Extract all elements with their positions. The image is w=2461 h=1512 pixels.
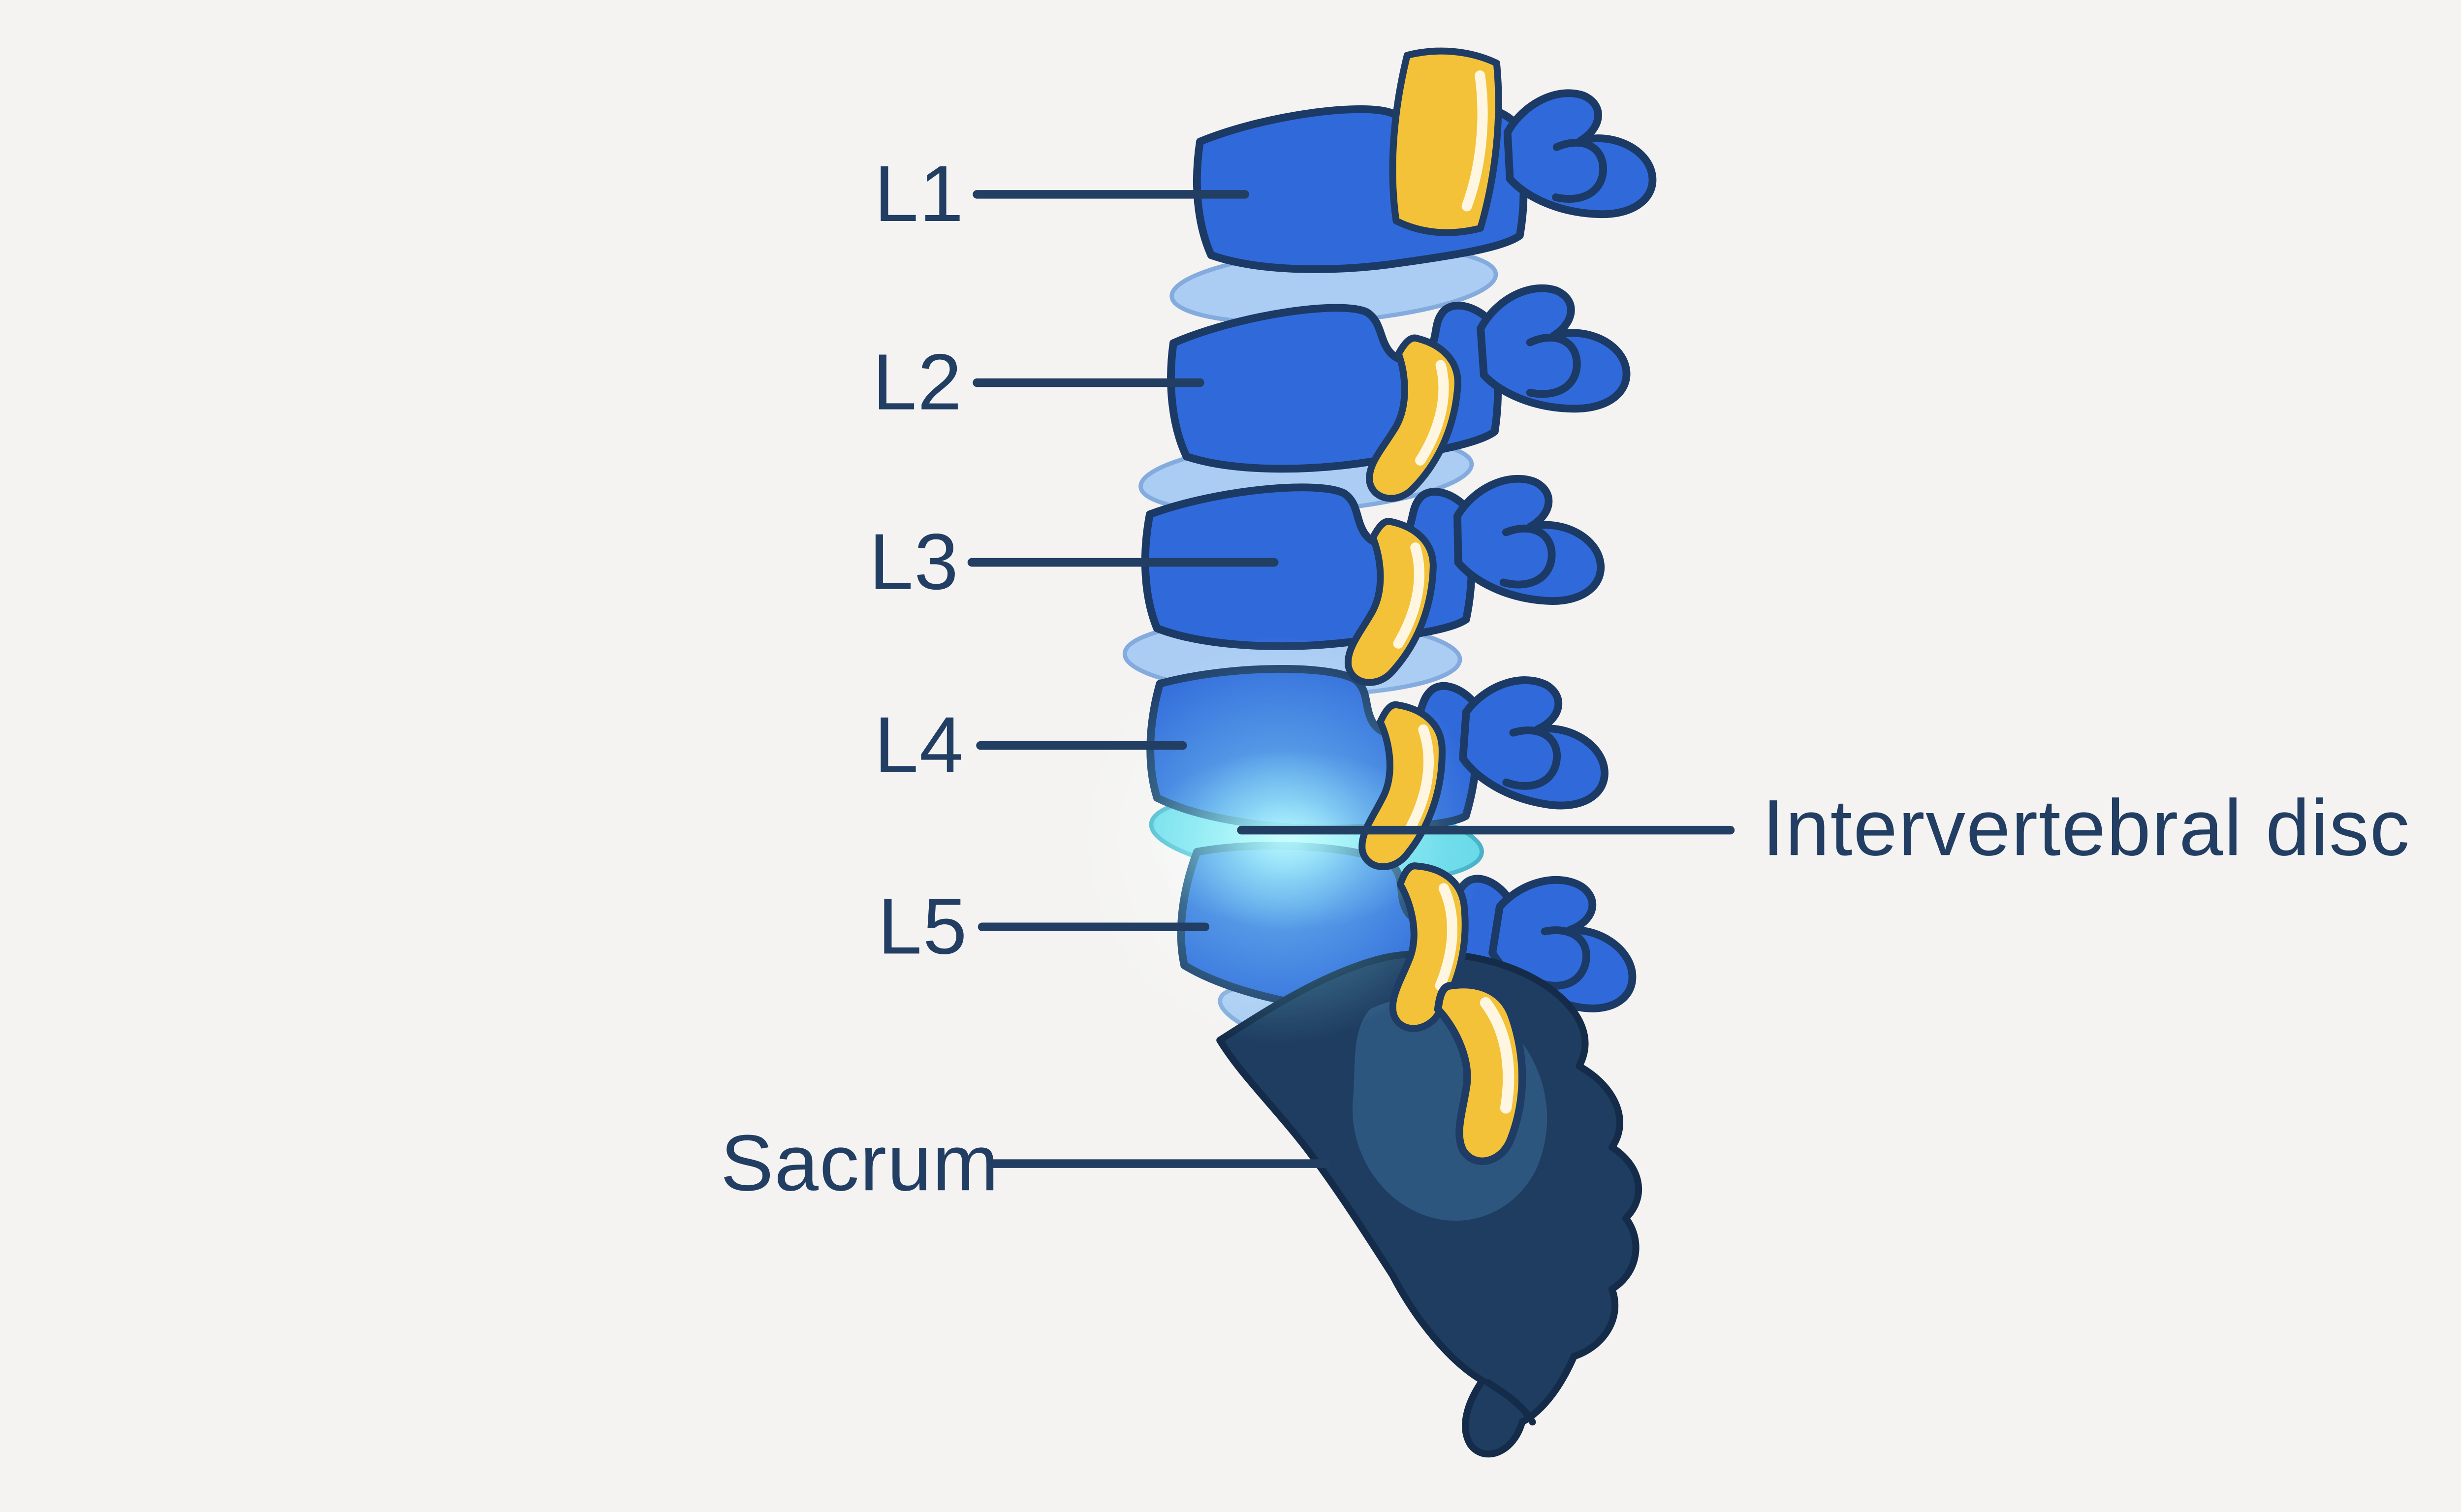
coccyx-seam [1484, 1379, 1536, 1426]
label-sacrum: Sacrum [720, 1117, 1000, 1208]
label-l2: L2 [872, 337, 963, 427]
disc-glow-core [1140, 750, 1445, 930]
leader-line-l3 [967, 558, 1279, 566]
label-l3: L3 [869, 516, 959, 606]
leader-line-l5 [978, 922, 1210, 931]
spinal-cord-icon [1389, 47, 1502, 236]
label-l4: L4 [874, 699, 965, 789]
leader-line-l4 [976, 741, 1187, 749]
leader-line-l1 [973, 190, 1249, 198]
label-intervertebral-disc: Intervertebral disc [1762, 782, 2411, 873]
label-l1: L1 [874, 148, 965, 239]
label-l5: L5 [878, 881, 968, 971]
leader-line-sacrum [988, 1159, 1330, 1167]
leader-line-intervertebral-disc [1237, 825, 1735, 834]
leader-line-l2 [973, 378, 1204, 386]
